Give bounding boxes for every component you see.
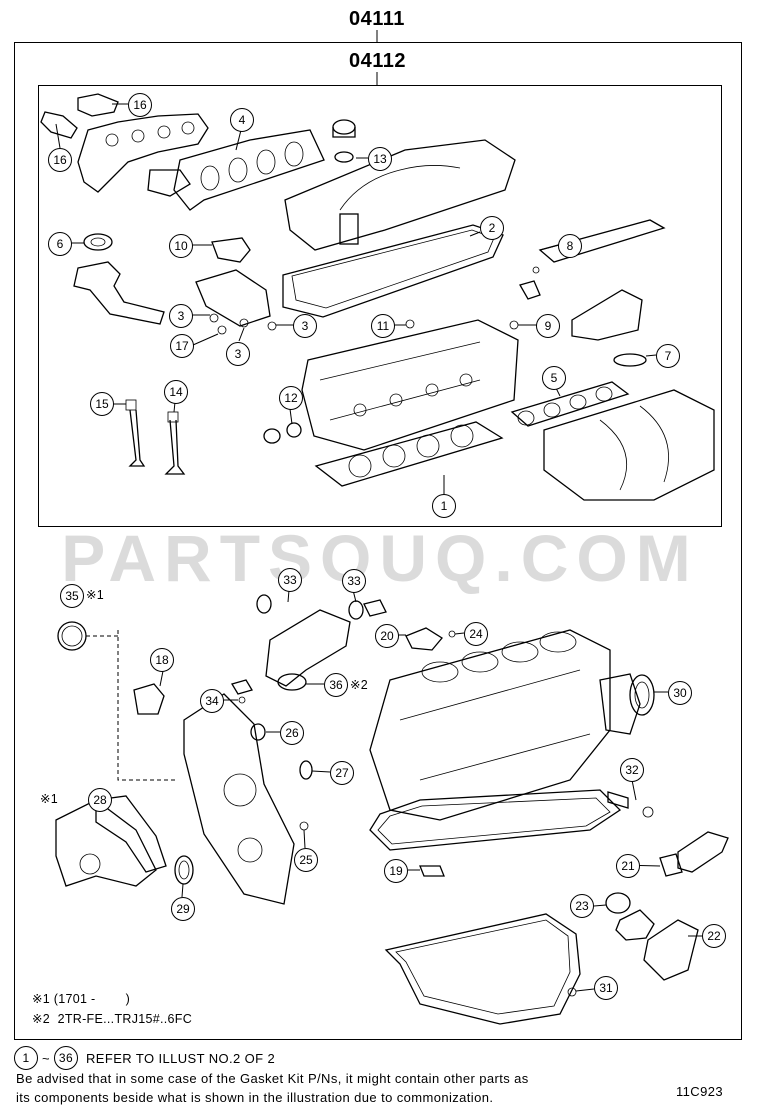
callout-18[interactable]: 18	[150, 648, 174, 672]
footer-ref-text: REFER TO ILLUST NO.2 OF 2	[86, 1050, 276, 1066]
callout-16[interactable]: 16	[128, 93, 152, 117]
callout-33[interactable]: 33	[278, 568, 302, 592]
callout-3[interactable]: 3	[293, 314, 317, 338]
watermark: PARTSOUQ.COM	[61, 521, 699, 595]
footer-advice-line-2: its components beside what is shown in t…	[16, 1090, 494, 1105]
callout-24[interactable]: 24	[464, 622, 488, 646]
callout-20[interactable]: 20	[375, 624, 399, 648]
callout-7[interactable]: 7	[656, 344, 680, 368]
mark-36: ※2	[350, 678, 369, 692]
callout-11[interactable]: 11	[371, 314, 395, 338]
callout-6[interactable]: 6	[48, 232, 72, 256]
callout-13[interactable]: 13	[368, 147, 392, 171]
callout-35[interactable]: 35	[60, 584, 84, 608]
callout-25[interactable]: 25	[294, 848, 318, 872]
callout-34[interactable]: 34	[200, 689, 224, 713]
footer-advice-line-1: Be advised that in some case of the Gask…	[16, 1071, 529, 1086]
callout-16[interactable]: 16	[48, 148, 72, 172]
callout-10[interactable]: 10	[169, 234, 193, 258]
callout-26[interactable]: 26	[280, 721, 304, 745]
mark-35: ※1	[86, 588, 105, 602]
callout-5[interactable]: 5	[542, 366, 566, 390]
footer-ref-tilde: ~	[42, 1050, 50, 1066]
note-applicability-1: ※1 (1701 - )	[32, 992, 131, 1006]
callout-28[interactable]: 28	[88, 788, 112, 812]
callout-2[interactable]: 2	[480, 216, 504, 240]
callout-21[interactable]: 21	[616, 854, 640, 878]
illustration-code: 11C923	[676, 1084, 723, 1099]
callout-3[interactable]: 3	[169, 304, 193, 328]
footer-reference: 1 ~ 36 REFER TO ILLUST NO.2 OF 2	[14, 1046, 275, 1070]
callout-32[interactable]: 32	[620, 758, 644, 782]
callout-31[interactable]: 31	[594, 976, 618, 1000]
callout-12[interactable]: 12	[279, 386, 303, 410]
inner-kit-frame	[38, 85, 722, 527]
callout-27[interactable]: 27	[330, 761, 354, 785]
callout-1[interactable]: 1	[432, 494, 456, 518]
callout-17[interactable]: 17	[170, 334, 194, 358]
mark-28: ※1	[40, 792, 59, 806]
callout-29[interactable]: 29	[171, 897, 195, 921]
outer-kit-frame	[14, 42, 742, 1040]
callout-22[interactable]: 22	[702, 924, 726, 948]
callout-19[interactable]: 19	[384, 859, 408, 883]
outer-kit-code: 04111	[349, 8, 405, 30]
callout-15[interactable]: 15	[90, 392, 114, 416]
callout-36[interactable]: 36	[324, 673, 348, 697]
callout-9[interactable]: 9	[536, 314, 560, 338]
callout-30[interactable]: 30	[668, 681, 692, 705]
footer-ref-to: 36	[54, 1046, 78, 1070]
callout-8[interactable]: 8	[558, 234, 582, 258]
callout-3[interactable]: 3	[226, 342, 250, 366]
callout-23[interactable]: 23	[570, 894, 594, 918]
callout-4[interactable]: 4	[230, 108, 254, 132]
callout-33[interactable]: 33	[342, 569, 366, 593]
inner-kit-code: 04112	[349, 50, 407, 72]
note-applicability-2: ※2 2TR-FE...TRJ15#..6FC	[32, 1012, 193, 1026]
callout-14[interactable]: 14	[164, 380, 188, 404]
footer-ref-from: 1	[14, 1046, 38, 1070]
